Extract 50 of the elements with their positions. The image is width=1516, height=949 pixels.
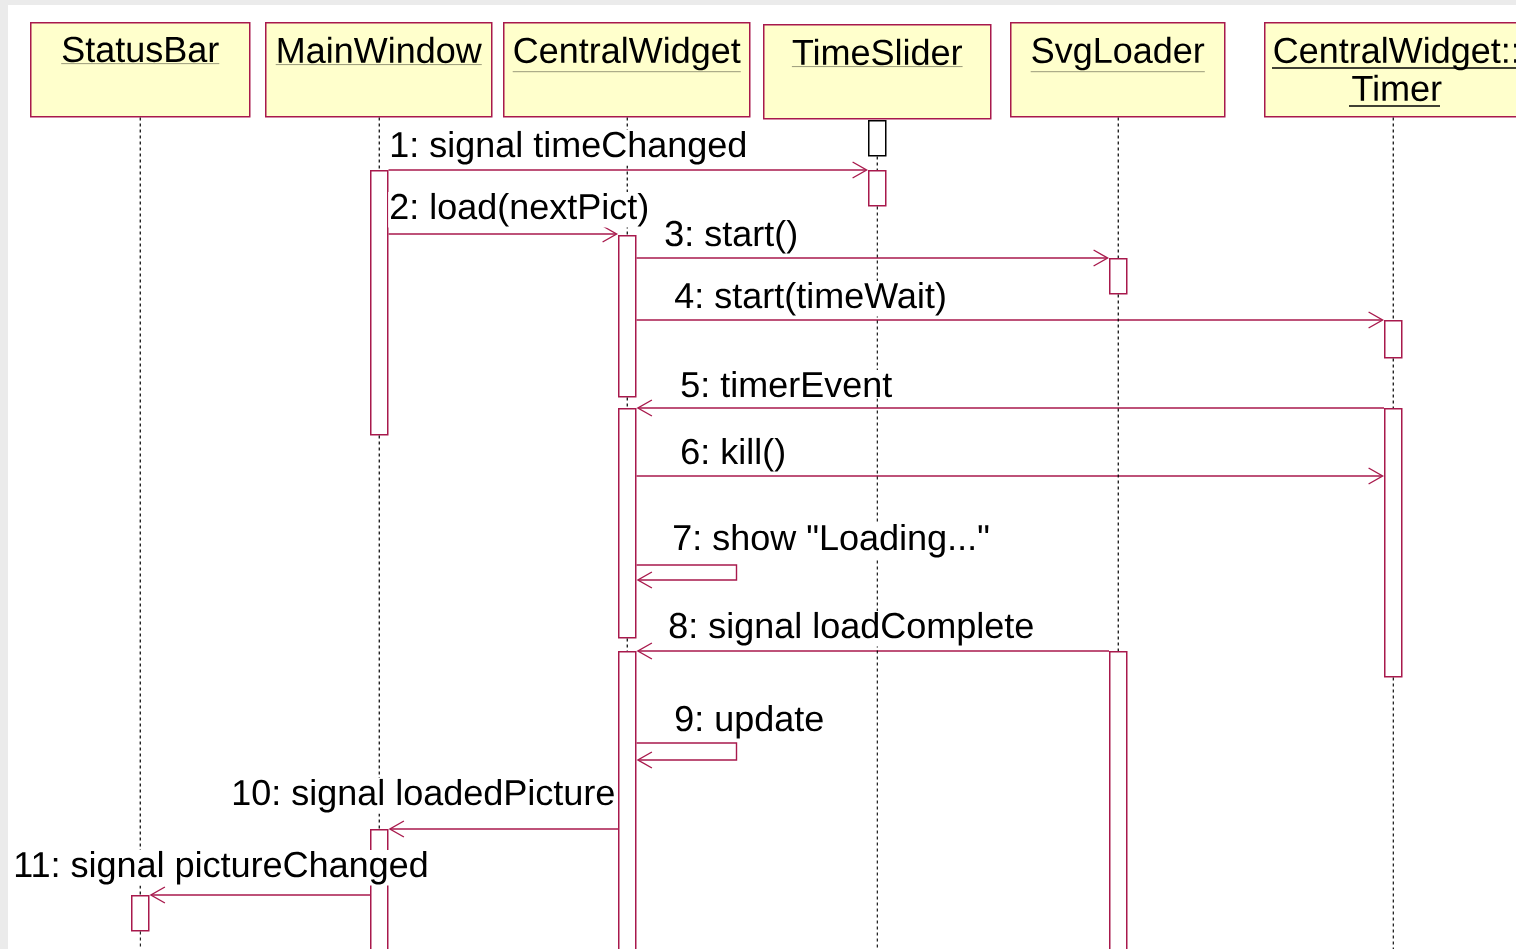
- activation-bar: [131, 895, 150, 932]
- activation-bar: [618, 235, 637, 398]
- message-arrow: [387, 225, 618, 243]
- lifeline: [139, 930, 141, 949]
- message-label: 6: kill(): [679, 436, 788, 473]
- message-label: 11: signal pictureChanged: [12, 849, 430, 886]
- lifeline: [626, 637, 628, 652]
- object-box: SvgLoader: [1010, 22, 1226, 118]
- activation-bar: [1384, 320, 1403, 359]
- message-label: 5: timerEvent: [679, 369, 894, 399]
- activation-bar: [1384, 408, 1403, 678]
- message-arrow: [636, 642, 1110, 660]
- lifeline: [378, 116, 380, 171]
- message-label: 2: load(nextPict): [388, 191, 651, 228]
- message-arrow: [635, 467, 1384, 485]
- message-arrow: [388, 820, 619, 838]
- lifeline: [1392, 676, 1394, 949]
- object-box: MainWindow: [265, 22, 493, 118]
- message-arrow: [636, 399, 1385, 417]
- message-label: 9: update: [673, 703, 826, 740]
- lifeline: [876, 155, 878, 171]
- lifeline: [1392, 357, 1394, 409]
- lifeline: [626, 396, 628, 409]
- lifeline: [1117, 293, 1119, 652]
- activation-bar: [1109, 258, 1128, 295]
- message-arrow: [635, 249, 1109, 267]
- activation-bar: [1109, 651, 1128, 949]
- message-arrow: [635, 742, 738, 769]
- message-arrow: [149, 886, 371, 904]
- lifeline: [1392, 116, 1394, 321]
- activation-bar: [868, 170, 887, 207]
- lifeline: [1117, 116, 1119, 259]
- message-label: 8: signal loadComplete: [667, 610, 1036, 647]
- object-box: TimeSlider: [763, 24, 992, 120]
- message-label: 4: start(timeWait): [673, 280, 948, 317]
- activation-bar: [618, 651, 637, 949]
- message-label: 7: show "Loading...": [671, 522, 991, 559]
- message-arrow: [387, 161, 868, 179]
- activation-bar: [868, 120, 887, 157]
- message-arrow: [635, 564, 738, 589]
- lifeline: [378, 434, 380, 830]
- activation-bar: [618, 408, 637, 639]
- message-label: 1: signal timeChanged: [388, 129, 749, 166]
- message-label: 10: signal loadedPicture: [230, 777, 617, 814]
- object-box: StatusBar: [30, 22, 251, 118]
- message-arrow: [635, 311, 1384, 329]
- message-label: 3: start(): [663, 218, 800, 255]
- lifeline: [876, 205, 878, 949]
- activation-bar: [370, 170, 389, 436]
- object-box: CentralWidget: [503, 22, 751, 118]
